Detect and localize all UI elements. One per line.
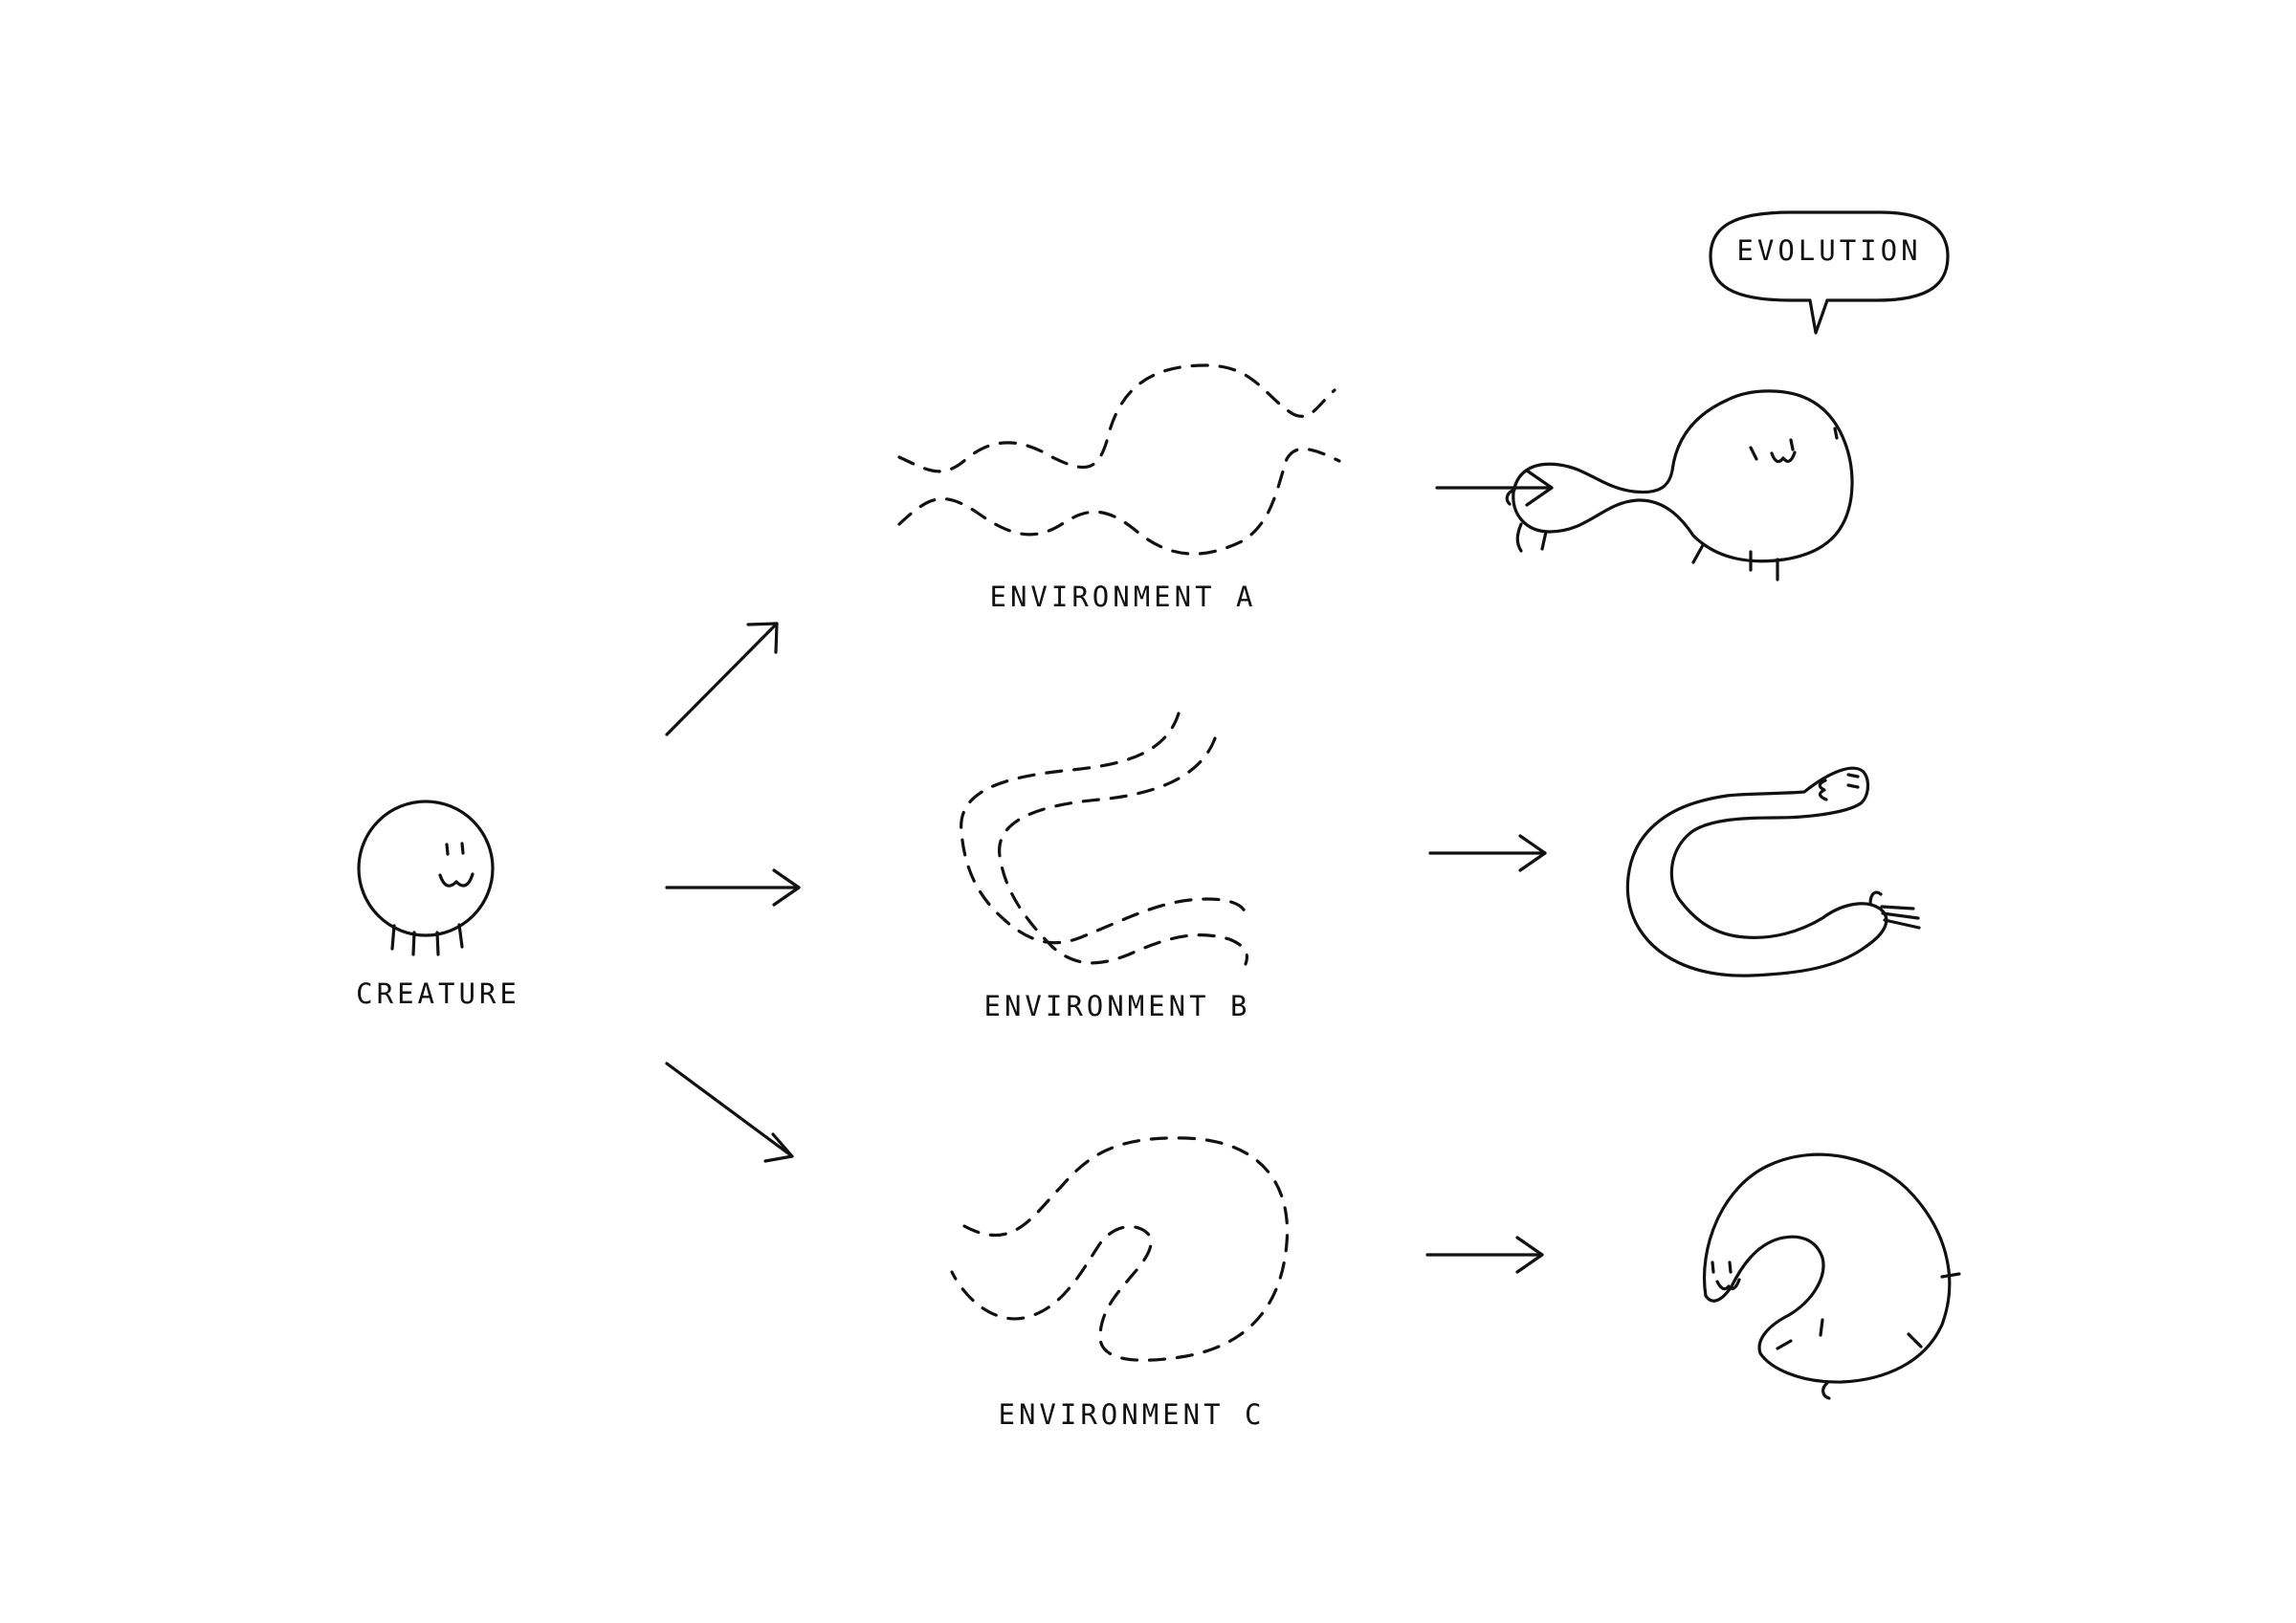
- evolved-creature-b-mouth: [1818, 779, 1828, 801]
- evolved-creature-b: [1625, 766, 1921, 977]
- evolved-creature-c-mouth: [1715, 1278, 1741, 1291]
- creature-mouth: [438, 872, 475, 888]
- creature-label: CREATURE: [356, 977, 520, 1010]
- environment-c-label: ENVIRONMENT C: [999, 1398, 1266, 1431]
- evolved-creature-c: [1702, 1152, 1961, 1400]
- evolved-creature-b-tail: [1868, 890, 1921, 930]
- arrow-to-evolved-c: [1425, 1236, 1544, 1274]
- evolved-creature-c-legs: [1776, 1272, 1961, 1400]
- evolved-creature-a-legs: [1505, 488, 1779, 581]
- environment-b-label: ENVIRONMENT B: [984, 990, 1251, 1022]
- creature-legs: [390, 923, 464, 956]
- creature-drawing: [357, 800, 495, 956]
- speech-bubble-text: EVOLUTION: [1736, 234, 1921, 267]
- environment-a-drawing: [897, 363, 1341, 556]
- arrow-to-evolved-a: [1435, 469, 1554, 507]
- arrow-to-environment-b: [665, 868, 801, 907]
- environment-a-label: ENVIRONMENT A: [990, 581, 1257, 613]
- creature-eyes: [445, 842, 465, 856]
- arrow-to-environment-c: [665, 1062, 794, 1163]
- environment-c-drawing: [950, 1136, 1290, 1362]
- evolved-creature-b-eyes: [1846, 773, 1860, 789]
- evolved-creature-a-eyes: [1749, 427, 1839, 461]
- evolved-creature-a-mouth: [1770, 450, 1797, 464]
- evolved-creature-c-eyes: [1711, 1261, 1733, 1274]
- speech-bubble: [1709, 210, 1950, 335]
- arrow-to-environment-a: [665, 622, 779, 736]
- environment-b-drawing: [960, 712, 1249, 966]
- evolved-creature-a: [1505, 389, 1854, 581]
- arrow-to-evolved-b: [1428, 834, 1547, 872]
